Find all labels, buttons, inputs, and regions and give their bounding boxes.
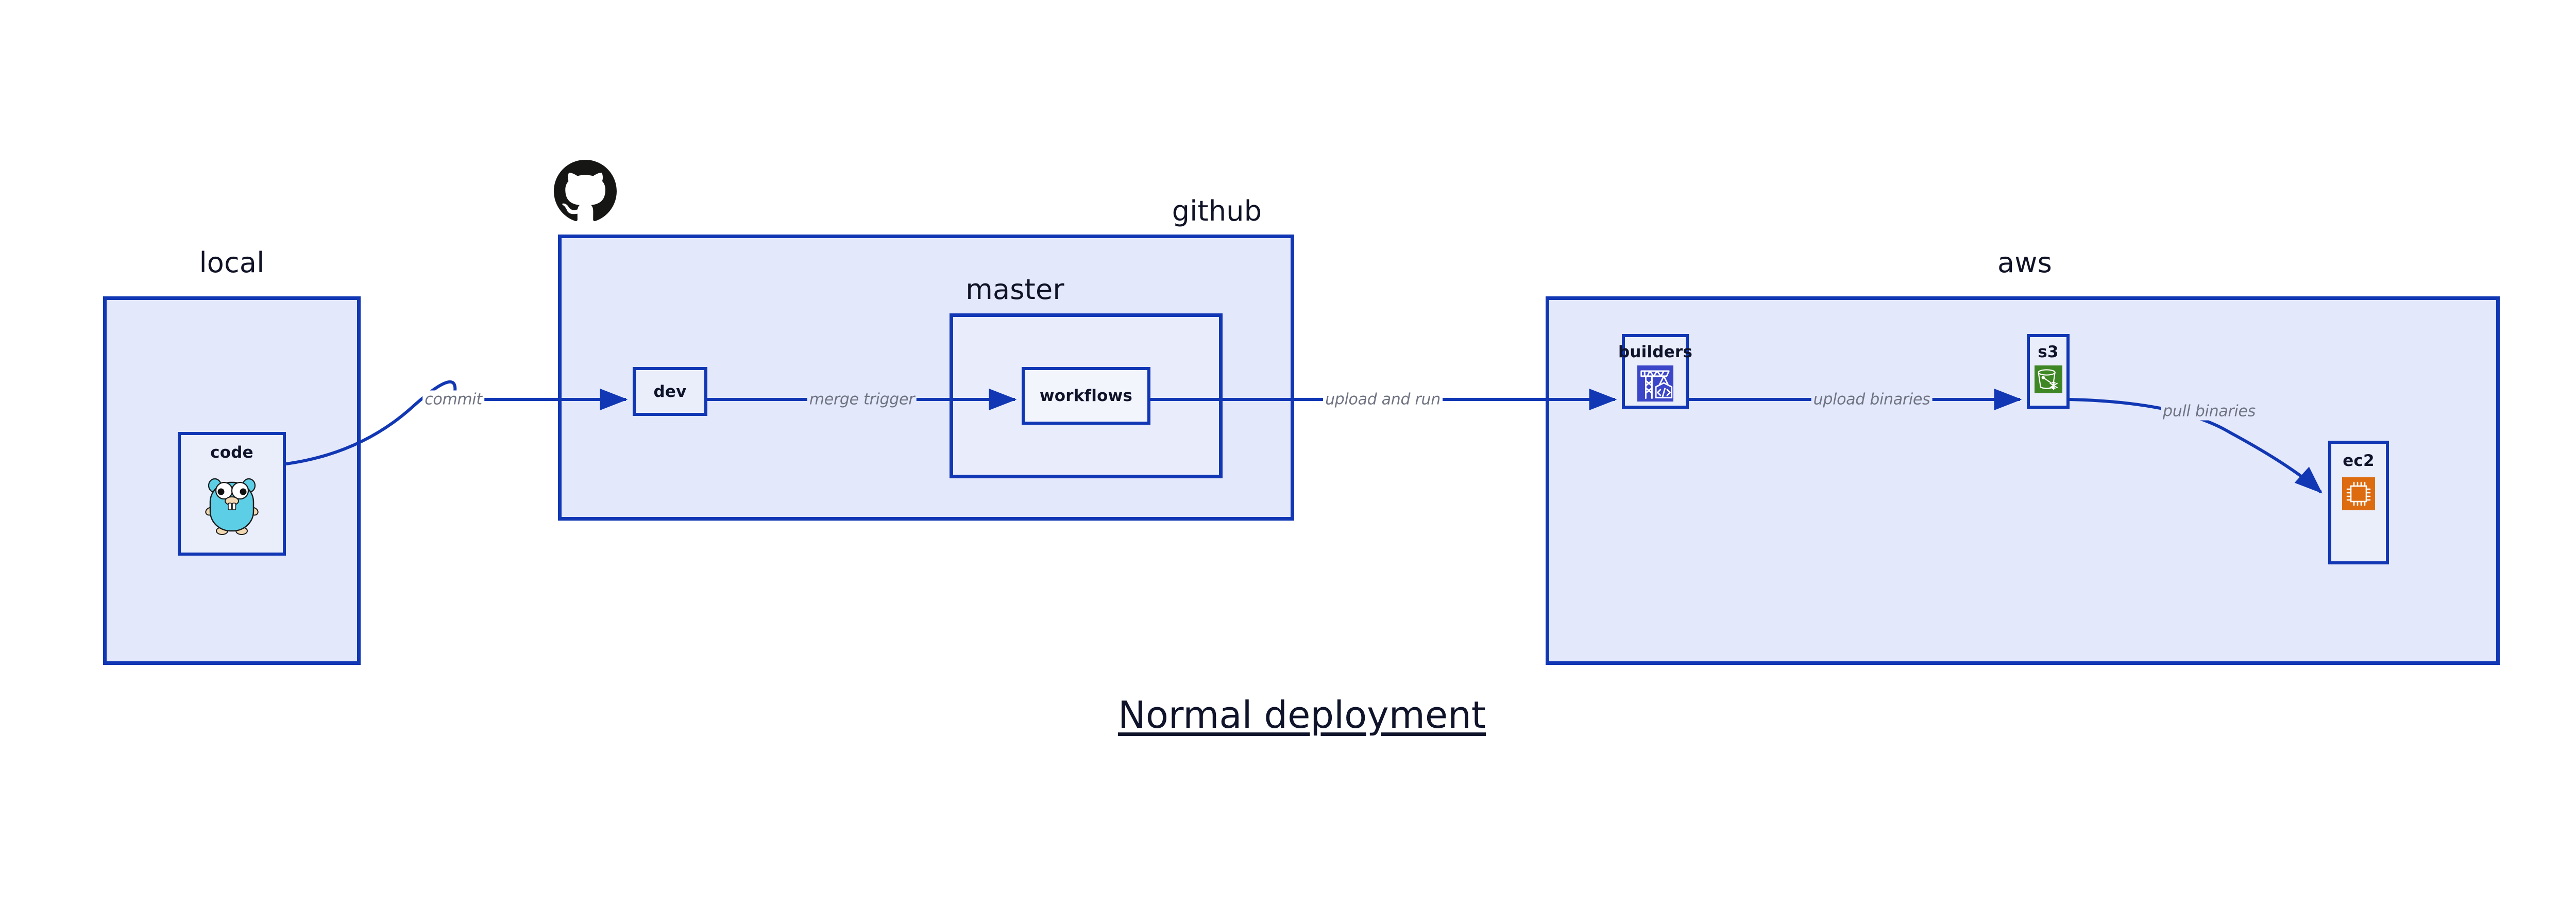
edge-label-merge-trigger: merge trigger <box>807 390 917 409</box>
cpu-chip-icon <box>2342 477 2375 512</box>
edge-label-upload-and-run: upload and run <box>1323 390 1443 409</box>
node-dev-label: dev <box>653 382 687 401</box>
node-dev[interactable]: dev <box>633 367 707 416</box>
node-s3[interactable]: s3 <box>2027 334 2070 409</box>
go-gopher-icon <box>204 468 260 537</box>
node-workflows-label: workflows <box>1039 387 1133 405</box>
node-builders-label: builders <box>1618 343 1693 361</box>
node-code[interactable]: code <box>178 432 286 556</box>
s3-bucket-icon <box>2034 365 2062 395</box>
group-title-master: master <box>965 273 1064 306</box>
node-s3-label: s3 <box>2038 343 2059 361</box>
group-title-github: github <box>1172 195 1262 227</box>
edge-label-upload-binaries: upload binaries <box>1811 390 1933 409</box>
edge-label-pull-binaries: pull binaries <box>2161 402 2258 421</box>
group-title-aws: aws <box>1997 246 2052 279</box>
node-workflows[interactable]: workflows <box>1022 367 1150 425</box>
crane-code-icon <box>1637 365 1673 404</box>
github-octocat-icon <box>554 160 617 225</box>
edge-label-commit: commit <box>422 390 484 409</box>
node-ec2-label: ec2 <box>2343 452 2375 470</box>
node-builders[interactable]: builders <box>1618 334 1692 409</box>
diagram-caption: Normal deployment <box>1117 693 1486 737</box>
node-code-label: code <box>210 443 253 462</box>
group-title-local: local <box>199 246 265 279</box>
node-ec2[interactable]: ec2 <box>2328 441 2389 564</box>
